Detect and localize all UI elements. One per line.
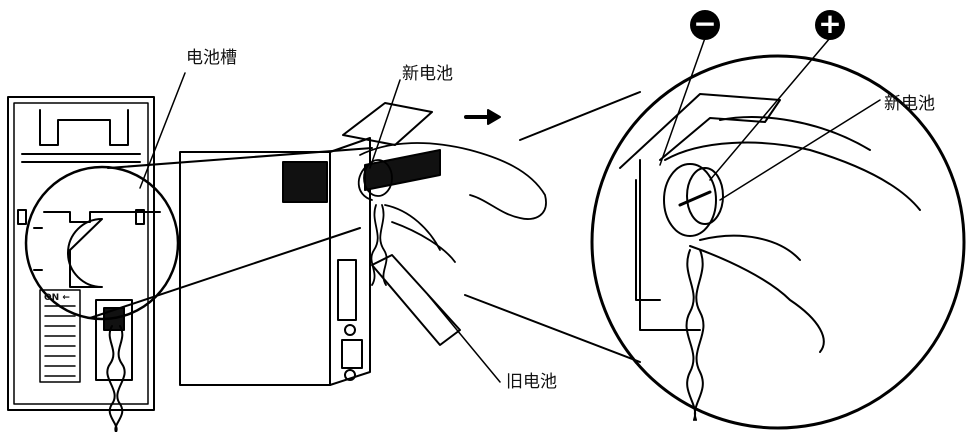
cpu-unit-body <box>179 102 461 386</box>
plus-icon: + <box>815 10 845 40</box>
zoom-connector-left <box>89 147 373 319</box>
label-new-battery-right: 新电池 <box>884 94 935 114</box>
hand-new-battery <box>357 142 547 263</box>
polarity-leaders <box>659 37 881 201</box>
battery-wire-detail <box>685 249 705 421</box>
battery-wire-left <box>106 325 126 433</box>
minus-icon: − <box>690 10 720 40</box>
old-battery-leader <box>427 294 501 383</box>
dip-switch-on-label: ON ← <box>44 293 70 303</box>
battery-wire-middle <box>370 204 388 286</box>
cpu-front-panel <box>7 96 155 411</box>
label-old-battery: 旧电池 <box>506 372 557 392</box>
detail-zoom-circle <box>590 54 966 430</box>
new-battery-leader-left <box>369 79 401 169</box>
battery-slot-zoom-circle <box>24 165 180 321</box>
direction-arrow <box>464 109 501 125</box>
label-battery-slot: 电池槽 <box>186 48 237 68</box>
label-new-battery-left: 新电池 <box>402 64 453 84</box>
battery-slot-leader <box>139 72 186 189</box>
detail-zoom-connectors <box>464 91 641 363</box>
